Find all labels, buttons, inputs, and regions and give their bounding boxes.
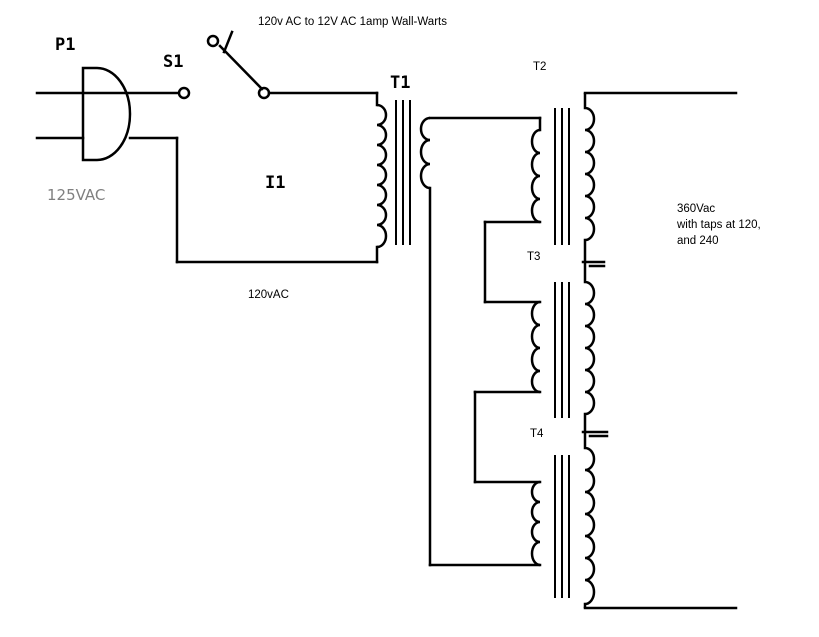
plug-label: P1 (55, 35, 75, 55)
inverter-label: I1 (265, 173, 285, 193)
output-voltage-line2: with taps at 120, (676, 219, 761, 231)
output-voltage-line1: 360Vac (677, 203, 715, 215)
switch-symbol (177, 30, 379, 100)
plug-symbol (35, 66, 180, 162)
t3-label: T3 (527, 251, 540, 263)
secondary-wiring (428, 116, 542, 567)
heading-label: 120v AC to 12V AC 1amp Wall-Warts (258, 16, 447, 28)
transformer-t3 (530, 260, 606, 432)
output-voltage-line3: and 240 (677, 235, 719, 247)
switch-label: S1 (163, 52, 183, 72)
transformer-t2 (530, 91, 738, 262)
t4-label: T4 (530, 428, 544, 440)
transformer-t4 (530, 430, 738, 610)
primary-wiring (128, 91, 379, 264)
transformer-t1 (376, 100, 542, 567)
t1-label: T1 (390, 73, 410, 93)
mains-voltage-label: 125VAC (47, 186, 105, 204)
t2-label: T2 (533, 61, 546, 73)
primary-voltage-label: 120vAC (248, 289, 289, 301)
